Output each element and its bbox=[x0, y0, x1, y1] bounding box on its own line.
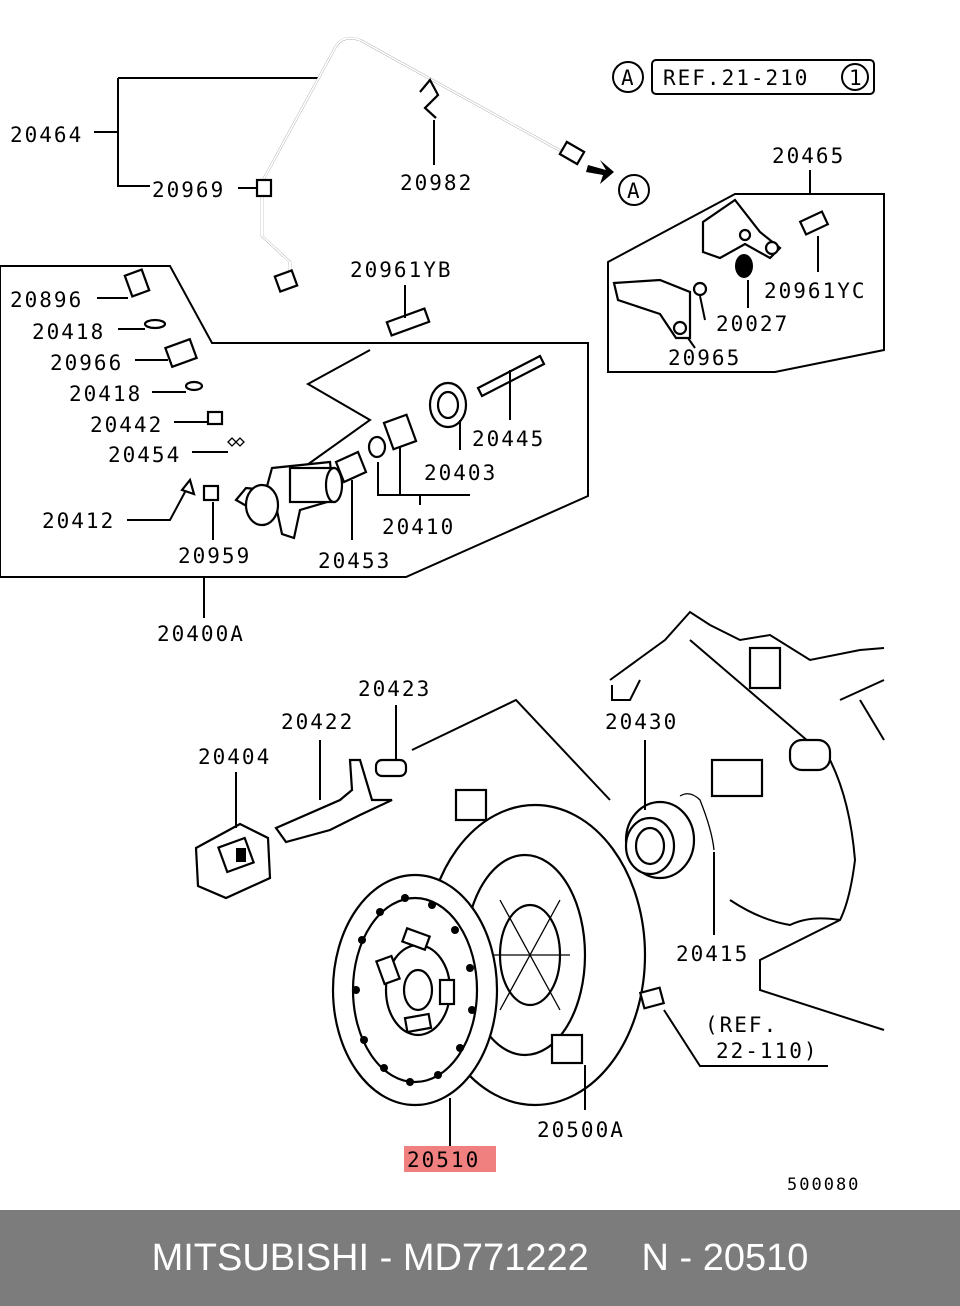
ref-box-number: 1 bbox=[849, 66, 864, 90]
label-20465[interactable]: 20465 bbox=[772, 144, 845, 168]
circle-a-top-letter: A bbox=[621, 66, 636, 90]
label-20442[interactable]: 20442 bbox=[90, 413, 163, 437]
label-20404[interactable]: 20404 bbox=[198, 745, 271, 769]
label-20027[interactable]: 20027 bbox=[716, 312, 789, 336]
ref-box-circle bbox=[841, 63, 869, 91]
label-20418-a[interactable]: 20418 bbox=[32, 320, 105, 344]
ref2-line1[interactable]: (REF. bbox=[705, 1013, 778, 1037]
label-20966[interactable]: 20966 bbox=[50, 351, 123, 375]
highlight-box bbox=[404, 1146, 496, 1172]
label-20454[interactable]: 20454 bbox=[108, 443, 181, 467]
label-20422[interactable]: 20422 bbox=[281, 710, 354, 734]
label-20969[interactable]: 20969 bbox=[152, 178, 225, 202]
ref2-line2[interactable]: 22-110) bbox=[716, 1039, 819, 1063]
label-20896[interactable]: 20896 bbox=[10, 288, 83, 312]
circle-a-arrow-letter: A bbox=[627, 179, 642, 203]
label-20965[interactable]: 20965 bbox=[668, 346, 741, 370]
hose-assembly bbox=[94, 37, 614, 294]
label-20445[interactable]: 20445 bbox=[472, 427, 545, 451]
footer-part-info: MITSUBISHI - MD771222 N - 20510 bbox=[151, 1236, 809, 1279]
label-20961yb[interactable]: 20961YB bbox=[350, 258, 453, 282]
label-20453[interactable]: 20453 bbox=[318, 549, 391, 573]
label-20423[interactable]: 20423 bbox=[358, 677, 431, 701]
label-20500a[interactable]: 20500A bbox=[537, 1118, 625, 1142]
label-20961yc[interactable]: 20961YC bbox=[764, 279, 867, 303]
clutch-assembly bbox=[194, 610, 885, 1146]
label-20400a[interactable]: 20400A bbox=[157, 622, 245, 646]
ref-box bbox=[651, 59, 875, 95]
reference-markers: A REF.21-210 1 A (REF. 22-110) 500080 bbox=[612, 59, 875, 1195]
label-20959[interactable]: 20959 bbox=[178, 544, 251, 568]
label-20982[interactable]: 20982 bbox=[400, 171, 473, 195]
label-20412[interactable]: 20412 bbox=[42, 509, 115, 533]
parts-diagram: 20464 20969 20982 20465 20961YC 20027 20… bbox=[0, 37, 885, 1195]
label-20418-b[interactable]: 20418 bbox=[69, 382, 142, 406]
bracket-group bbox=[607, 170, 885, 373]
label-20410[interactable]: 20410 bbox=[382, 515, 455, 539]
part-labels: 20464 20969 20982 20465 20961YC 20027 20… bbox=[10, 123, 867, 1172]
label-20415[interactable]: 20415 bbox=[676, 942, 749, 966]
circle-a-top bbox=[612, 61, 644, 93]
label-20430[interactable]: 20430 bbox=[605, 710, 678, 734]
label-20403[interactable]: 20403 bbox=[424, 461, 497, 485]
cylinder-group bbox=[0, 265, 589, 618]
diagram-code: 500080 bbox=[787, 1175, 860, 1195]
label-20510[interactable]: 20510 bbox=[407, 1148, 480, 1172]
circle-a-arrow bbox=[618, 174, 650, 206]
label-20464[interactable]: 20464 bbox=[10, 123, 83, 147]
ref-box-text[interactable]: REF.21-210 bbox=[663, 66, 809, 90]
footer-bar: MITSUBISHI - MD771222 N - 20510 bbox=[0, 1210, 960, 1306]
